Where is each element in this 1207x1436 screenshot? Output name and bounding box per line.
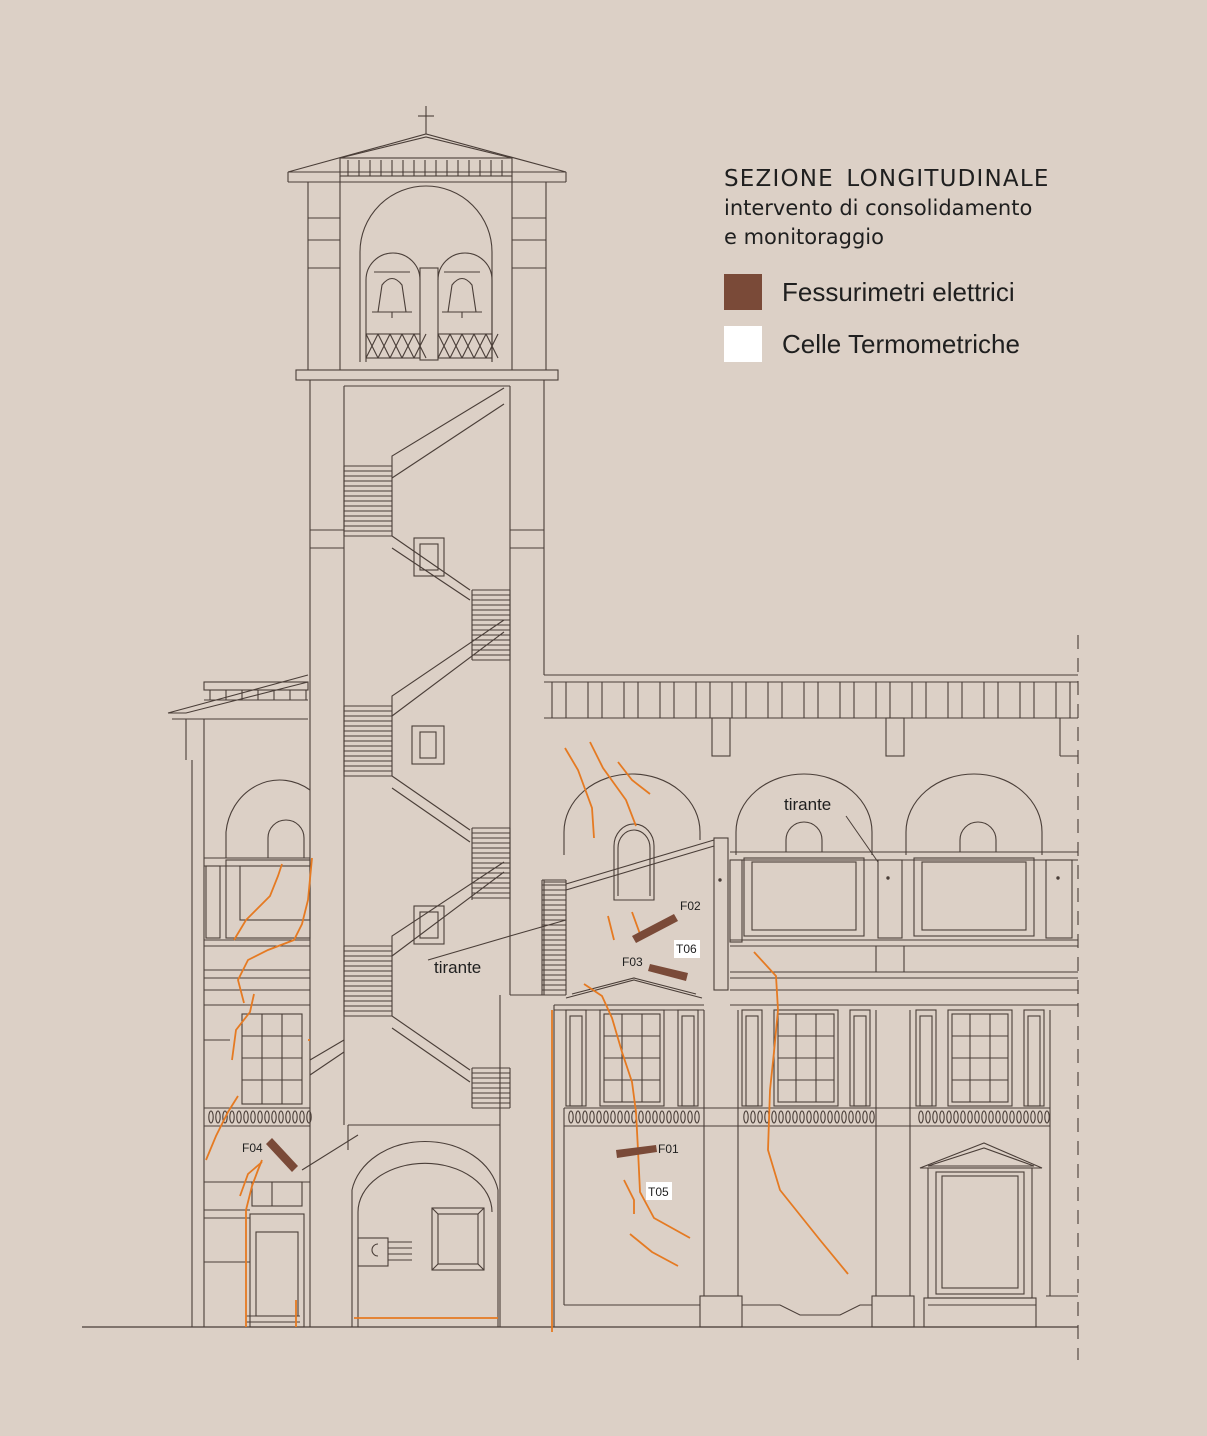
legend: SEZIONE LONGITUDINALE intervento di cons…: [724, 164, 1050, 362]
gauge-F04: [266, 1138, 298, 1172]
legend-label-crack-gauges: Fessurimetri elettrici: [782, 276, 1015, 307]
cell-T06: [674, 940, 700, 958]
sensor-label-F04: F04: [242, 1141, 263, 1155]
cell-T05: [646, 1182, 672, 1200]
crack-lines: [205, 741, 849, 1332]
legend-label-thermo-cells: Celle Termometriche: [782, 328, 1020, 359]
legend-swatch-crack-gauges: [724, 274, 762, 310]
sensor-label-T06: T06: [676, 942, 697, 956]
tirante-right-label: tirante: [784, 795, 831, 814]
legend-swatch-thermo-cells: [724, 326, 762, 362]
legend-item-crack-gauges: Fessurimetri elettrici: [724, 274, 1015, 310]
structure-lines: [82, 106, 1079, 1360]
gauge-F03: [648, 964, 688, 981]
crack-gauges: [266, 914, 688, 1172]
legend-subtitle-line1: intervento di consolidamento: [724, 196, 1033, 220]
tirante-right-leader: [845, 815, 879, 863]
gauge-F01: [616, 1145, 657, 1158]
thermo-cells: [646, 940, 700, 1200]
tirante-left-label: tirante: [434, 958, 481, 977]
legend-item-thermo-cells: Celle Termometriche: [724, 326, 1020, 362]
legend-subtitle-line2: e monitoraggio: [724, 225, 884, 249]
gauge-F02: [632, 914, 678, 943]
sensor-label-F01: F01: [658, 1142, 679, 1156]
sensor-label-F02: F02: [680, 899, 701, 913]
sensor-label-T05: T05: [648, 1185, 669, 1199]
legend-title: SEZIONE LONGITUDINALE: [724, 166, 1050, 192]
sensor-label-F03: F03: [622, 955, 643, 969]
